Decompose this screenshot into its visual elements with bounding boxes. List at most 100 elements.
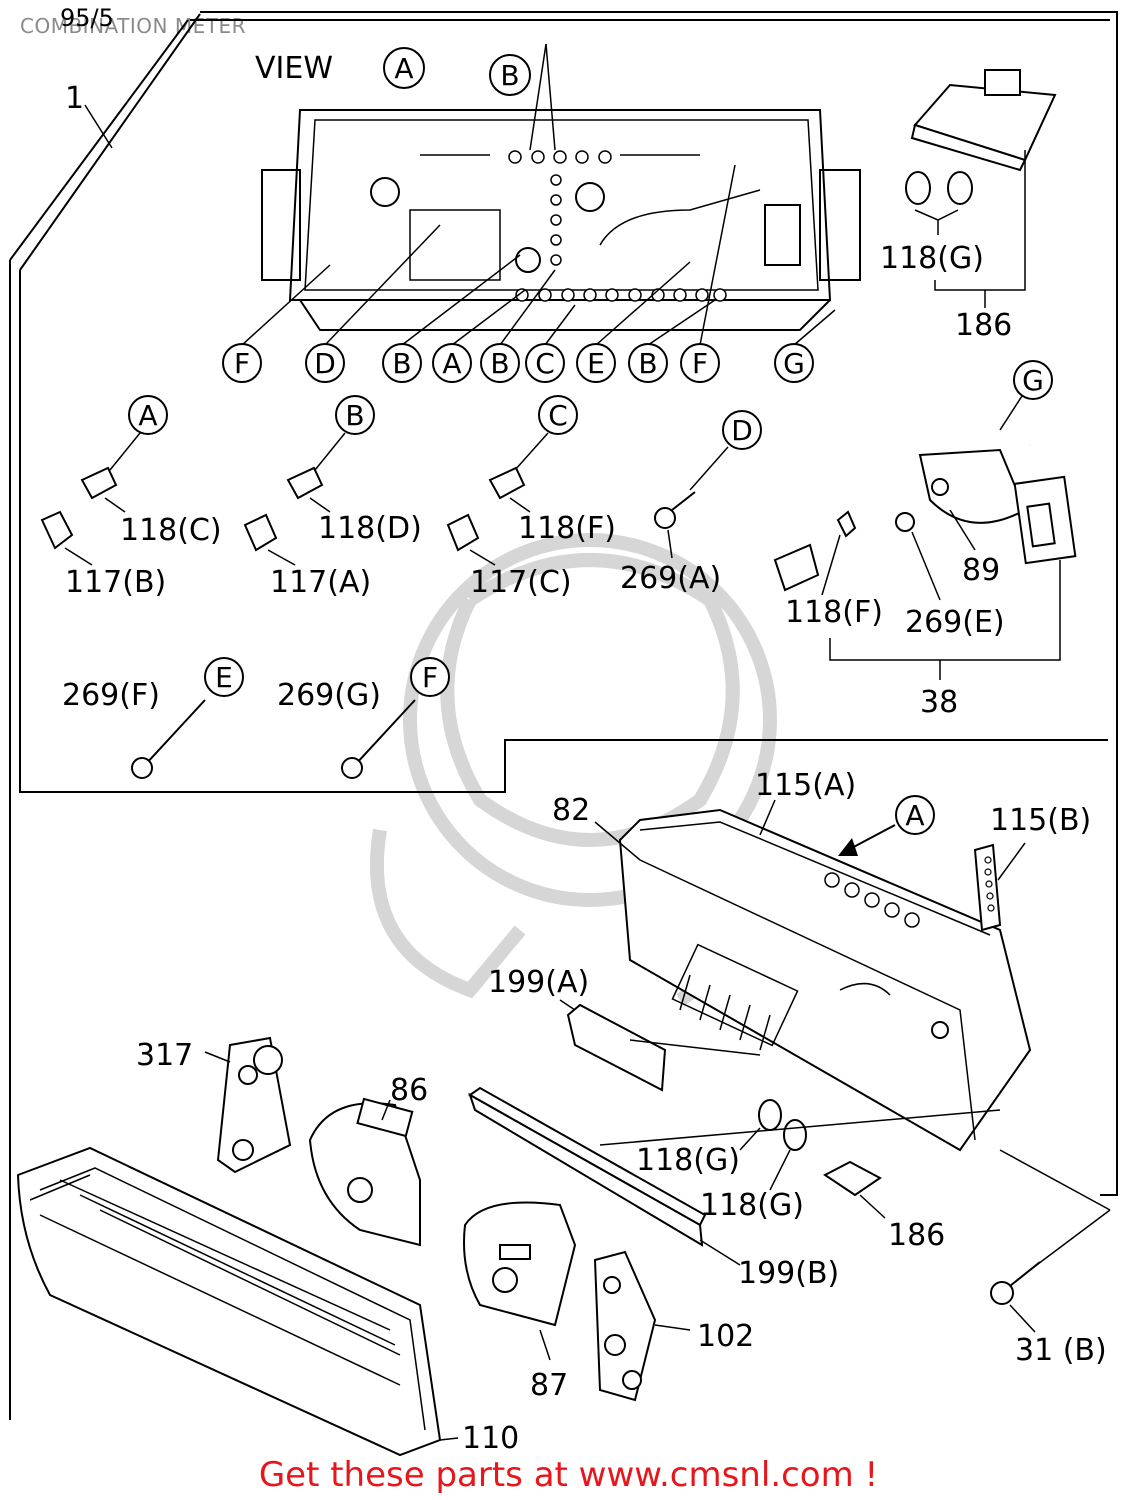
svg-text:A: A — [138, 399, 157, 432]
view-row-leaders — [241, 164, 836, 346]
callout-g-2: G — [1013, 360, 1053, 400]
label-115b: 115(B) — [990, 803, 1091, 838]
label-110: 110 — [462, 1421, 519, 1456]
part-86-speedometer — [308, 1097, 421, 1247]
screw-callouts: E F — [204, 657, 450, 697]
callout-c-2: C — [538, 395, 578, 435]
leader-line — [84, 104, 113, 149]
page-title: COMBINATION METER — [20, 14, 246, 38]
callout-b-2: B — [480, 343, 520, 383]
label-199b: 199(B) — [738, 1256, 839, 1291]
part-199b-strip — [468, 1086, 707, 1247]
part-118g-bulbs-lower — [758, 1099, 807, 1151]
callout-assembly-1: 1 — [65, 81, 84, 116]
label-118g-top: 118(G) — [880, 241, 984, 276]
part-118f-bulb — [488, 466, 526, 500]
svg-text:A: A — [394, 52, 413, 85]
svg-text:B: B — [638, 347, 657, 380]
part-186-lower — [823, 1160, 882, 1197]
part-115b-circuit — [973, 843, 1002, 932]
callout-e-1: E — [576, 343, 616, 383]
part-186-bulb-module — [905, 69, 1057, 205]
view-row-callouts: F D B A B C E B F G — [222, 343, 814, 383]
part-87-meter — [463, 1201, 577, 1327]
svg-text:G: G — [1022, 364, 1044, 397]
label-269e: 269(E) — [905, 605, 1005, 640]
svg-text:E: E — [587, 347, 605, 380]
label-31b: 31 (B) — [1015, 1333, 1107, 1368]
part-117a-socket — [243, 513, 278, 552]
label-89: 89 — [962, 553, 1000, 588]
view-letter-circle: A — [383, 47, 425, 89]
label-118f-harness: 118(F) — [785, 595, 883, 630]
label-199a: 199(A) — [488, 965, 589, 1000]
callout-f-1: F — [222, 343, 262, 383]
callout-g-1: G — [774, 343, 814, 383]
callout-a-2: A — [128, 395, 168, 435]
svg-text:D: D — [314, 347, 336, 380]
part-102-gauge — [593, 1250, 657, 1402]
callout-b-4: B — [335, 395, 375, 435]
callout-e-2: E — [204, 657, 244, 697]
svg-text:B: B — [392, 347, 411, 380]
part-115a-case — [618, 808, 1032, 1152]
callout-b-3: B — [628, 343, 668, 383]
part-110-lens — [16, 1146, 442, 1457]
part-269f-screw — [131, 699, 206, 779]
svg-text:B: B — [490, 347, 509, 380]
label-117c: 117(C) — [470, 565, 572, 600]
view-a-arrow — [838, 824, 896, 856]
part-117c-socket — [446, 513, 480, 552]
part-269g-screw — [341, 699, 416, 779]
label-317: 317 — [136, 1038, 193, 1073]
callout-f-3: F — [410, 657, 450, 697]
callout-c-1: C — [525, 343, 565, 383]
callout-f-2: F — [680, 343, 720, 383]
label-117a: 117(A) — [270, 565, 371, 600]
svg-text:F: F — [692, 347, 708, 380]
label-38: 38 — [920, 685, 958, 720]
svg-text:B: B — [500, 59, 519, 92]
svg-text:C: C — [548, 399, 568, 432]
label-118c: 118(C) — [120, 513, 222, 548]
label-269a: 269(A) — [620, 561, 721, 596]
bulb-callouts: A B C D — [128, 395, 762, 450]
callout-a-arrow: A — [895, 795, 935, 835]
label-186-lower: 186 — [888, 1218, 945, 1253]
svg-text:A: A — [905, 799, 924, 832]
label-118f: 118(F) — [518, 511, 616, 546]
svg-text:E: E — [215, 661, 233, 694]
part-269a-screw — [654, 491, 696, 529]
label-86: 86 — [390, 1073, 428, 1108]
label-269f: 269(F) — [62, 678, 160, 713]
svg-text:D: D — [731, 414, 753, 447]
assembly-frame — [9, 11, 1118, 1420]
callout-a-1: A — [432, 343, 472, 383]
part-317-gauge — [216, 1036, 292, 1174]
meter-back-view — [261, 109, 861, 331]
svg-text:F: F — [422, 661, 438, 694]
label-118g-1: 118(G) — [636, 1143, 740, 1178]
part-117b-socket — [40, 510, 74, 550]
footer-parts-link[interactable]: Get these parts at www.cmsnl.com ! — [258, 1455, 879, 1495]
bulbs-and-sockets — [40, 466, 696, 552]
callout-b-top: B — [489, 54, 531, 96]
label-87: 87 — [530, 1368, 568, 1403]
label-102: 102 — [697, 1319, 754, 1354]
diagram-ref-number: 95/5 — [60, 4, 114, 32]
svg-text:C: C — [535, 347, 555, 380]
label-118d: 118(D) — [318, 511, 422, 546]
svg-text:F: F — [234, 347, 250, 380]
view-title: VIEW — [255, 51, 333, 86]
callout-d-2: D — [722, 410, 762, 450]
label-118g-2: 118(G) — [700, 1188, 804, 1223]
label-115a: 115(A) — [755, 768, 856, 803]
svg-text:A: A — [442, 347, 461, 380]
part-118d-bulb — [286, 466, 324, 500]
svg-text:B: B — [345, 399, 364, 432]
label-117b: 117(B) — [65, 565, 166, 600]
label-186-top: 186 — [955, 308, 1012, 343]
part-31b-bolt — [990, 1261, 1041, 1305]
callout-b-1: B — [382, 343, 422, 383]
